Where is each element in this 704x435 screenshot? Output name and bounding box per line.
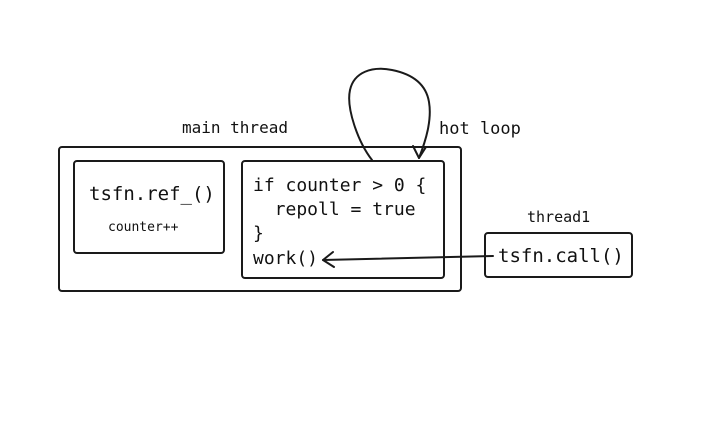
ref-box (73, 160, 225, 254)
work-call-text: work() (253, 248, 319, 269)
loop-code-line-3: } (253, 223, 264, 244)
main-thread-box (58, 146, 462, 292)
thread1-call-text: tsfn.call() (498, 245, 624, 267)
ref-call-text: tsfn.ref_() (89, 183, 215, 205)
hot-loop-label: hot loop (439, 119, 521, 139)
counter-increment-note: counter++ (108, 220, 179, 235)
loop-code-line-2: repoll = true (253, 199, 416, 220)
main-thread-label: main thread (182, 118, 288, 137)
loop-code-line-1: if counter > 0 { (253, 175, 427, 196)
thread1-label: thread1 (527, 208, 591, 226)
loop-box (241, 160, 445, 279)
